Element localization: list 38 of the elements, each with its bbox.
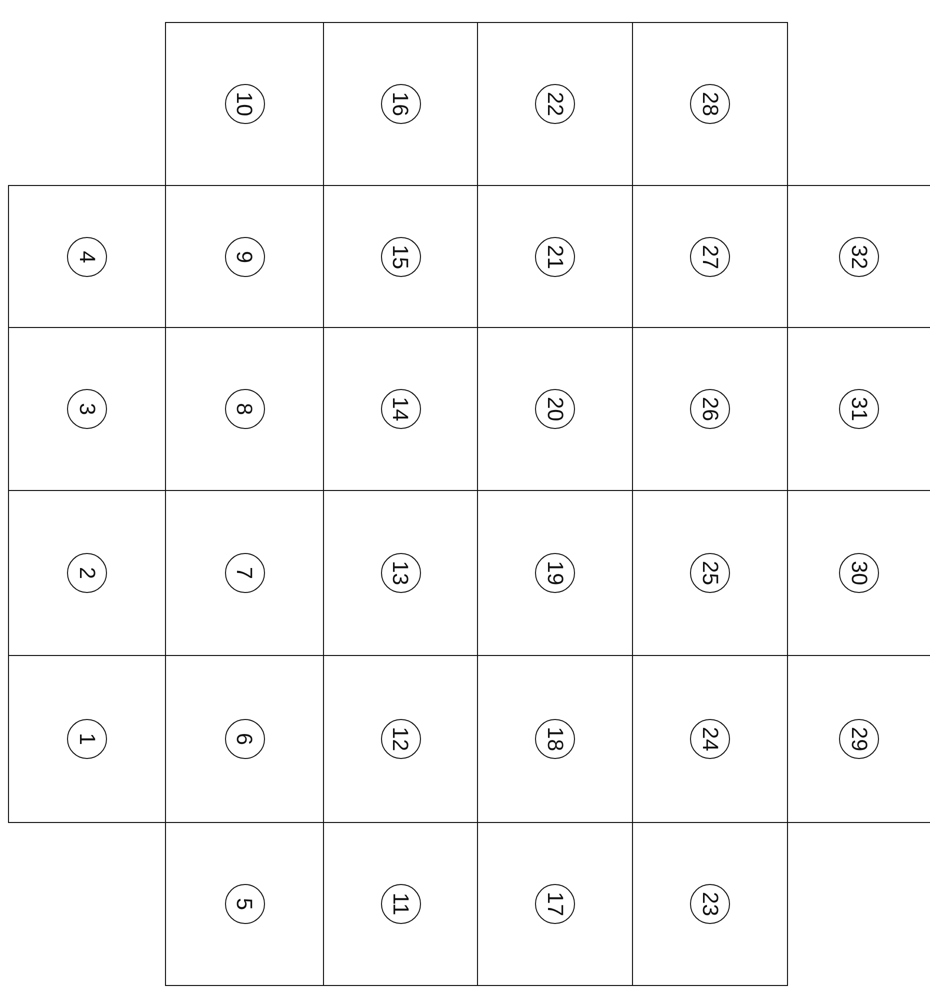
callout-number: 15 xyxy=(380,236,420,276)
callout-number: 13 xyxy=(380,553,420,593)
callout-number: 24 xyxy=(690,719,730,759)
callout-number: 31 xyxy=(839,389,879,429)
callout-number: 20 xyxy=(535,389,575,429)
callout-number: 14 xyxy=(380,389,420,429)
callout-number: 28 xyxy=(690,84,730,124)
grid-cell xyxy=(165,22,324,186)
callout-number: 27 xyxy=(690,236,730,276)
grid-cell xyxy=(632,822,788,986)
callout-number: 7 xyxy=(224,553,264,593)
callout-number: 21 xyxy=(535,236,575,276)
grid-cell xyxy=(8,655,166,823)
grid-cell xyxy=(165,822,324,986)
callout-number: 17 xyxy=(535,884,575,924)
callout-number: 25 xyxy=(690,553,730,593)
grid-cell xyxy=(8,185,166,328)
callout-number: 6 xyxy=(224,719,264,759)
callout-number: 23 xyxy=(690,884,730,924)
callout-number: 10 xyxy=(224,84,264,124)
callout-number: 22 xyxy=(535,84,575,124)
callout-number: 19 xyxy=(535,553,575,593)
callout-number: 12 xyxy=(380,719,420,759)
grid-cell xyxy=(632,22,788,186)
callout-number: 8 xyxy=(224,389,264,429)
callout-number: 29 xyxy=(839,719,879,759)
callout-number: 32 xyxy=(839,236,879,276)
callout-number: 18 xyxy=(535,719,575,759)
callout-number: 30 xyxy=(839,553,879,593)
callout-number: 5 xyxy=(224,884,264,924)
callout-number: 26 xyxy=(690,389,730,429)
callout-number: 16 xyxy=(380,84,420,124)
callout-number: 2 xyxy=(67,553,107,593)
callout-number: 9 xyxy=(224,236,264,276)
callout-number: 3 xyxy=(67,389,107,429)
callout-number: 1 xyxy=(67,719,107,759)
callout-number: 4 xyxy=(67,236,107,276)
callout-number: 11 xyxy=(380,884,420,924)
